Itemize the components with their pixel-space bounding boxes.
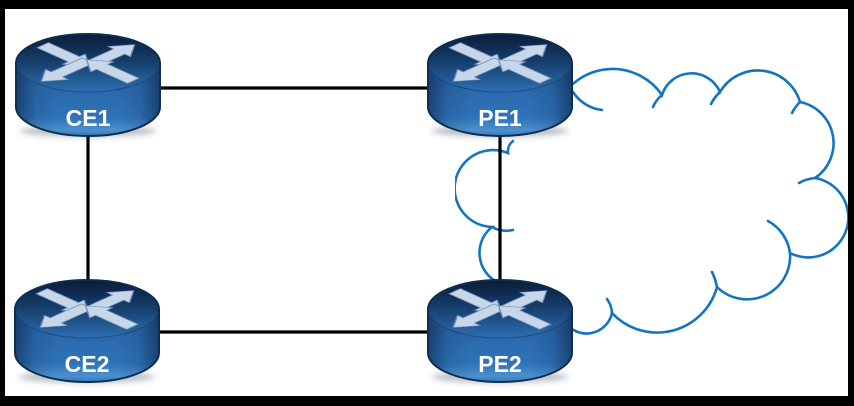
- diagram-canvas: CE1 PE1 CE2 PE2: [5, 9, 848, 396]
- cloud-fill: [455, 68, 848, 334]
- router-icon: PE2: [426, 279, 574, 385]
- links-group: [86, 86, 502, 334]
- router-icon: CE2: [13, 279, 161, 385]
- topology-stage: CE1 PE1 CE2 PE2: [5, 9, 848, 396]
- router-icon: CE1: [14, 33, 162, 139]
- router-icon: PE1: [426, 33, 574, 139]
- router-label-ce2: CE2: [65, 351, 110, 377]
- router-node-pe2[interactable]: PE2: [426, 279, 574, 385]
- router-label-pe1: PE1: [478, 105, 522, 131]
- router-node-pe1[interactable]: PE1: [426, 33, 574, 139]
- router-label-ce1: CE1: [66, 105, 111, 131]
- links-layer: [86, 86, 502, 334]
- cloud-outline: [455, 67, 848, 335]
- router-node-ce1[interactable]: CE1: [14, 33, 162, 139]
- router-node-ce2[interactable]: CE2: [13, 279, 161, 385]
- router-label-pe2: PE2: [478, 351, 521, 377]
- provider-network-cloud-icon: [455, 67, 848, 335]
